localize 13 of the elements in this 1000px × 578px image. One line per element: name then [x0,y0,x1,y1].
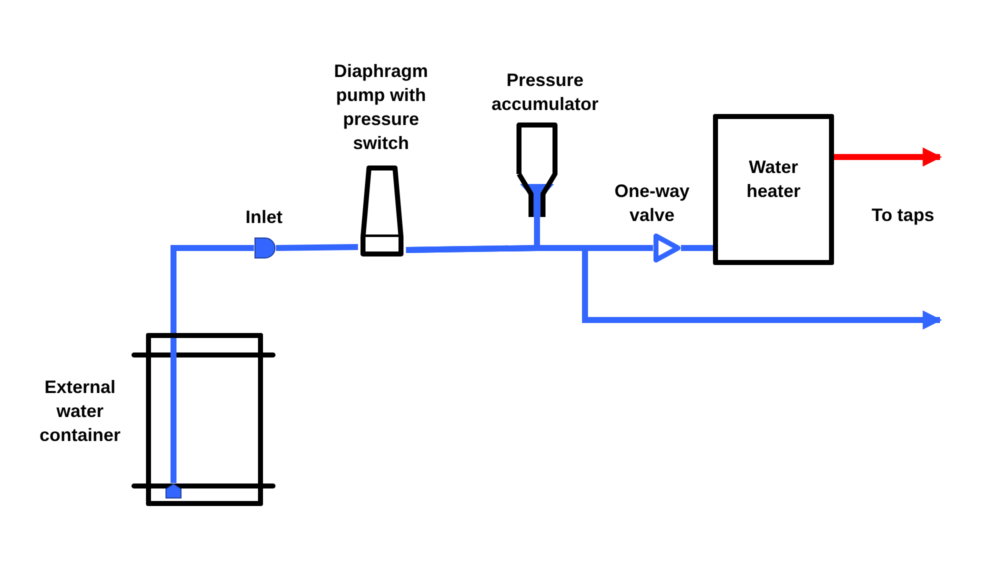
component-label: External water container [38,376,122,447]
pipe [681,245,713,251]
component-label: Inlet [244,206,284,229]
box-text: Water heater [745,156,802,202]
pipe [276,244,358,251]
component-label: One-way valve [613,180,691,227]
component-label: Diaphragm pump with pressure switch [332,60,430,155]
component-label: Pressure accumulator [490,69,600,116]
water-heater-box [713,114,834,265]
pipe [170,245,254,483]
outlet-label: To taps [870,204,936,227]
pipe-arrow [406,245,942,330]
pipe-arrow [834,147,942,167]
